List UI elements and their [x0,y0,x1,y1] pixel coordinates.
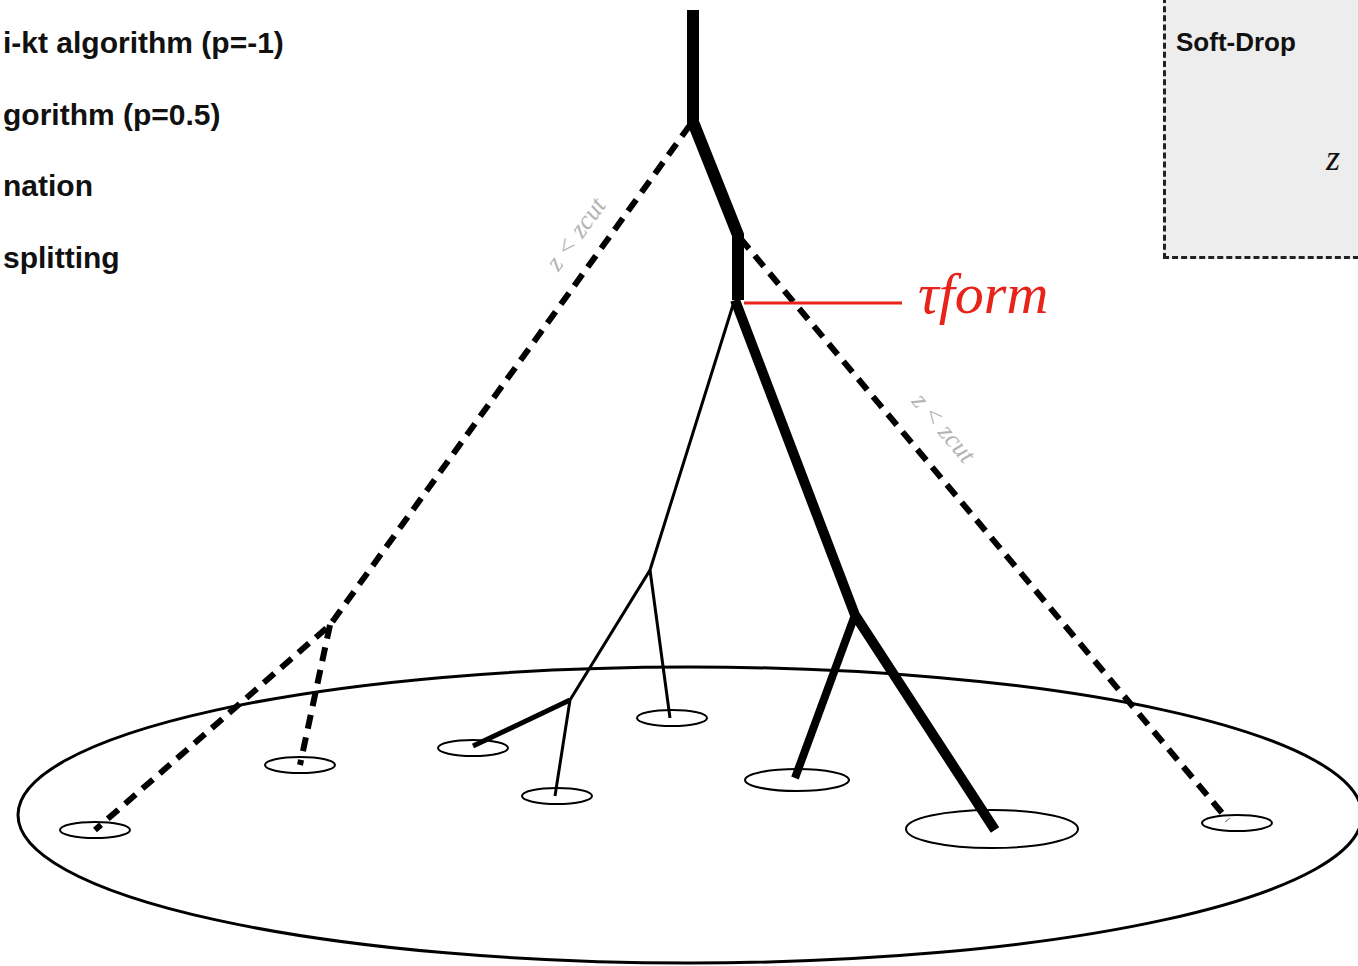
subjet-branch [473,700,570,746]
box-formula: z [1326,139,1340,179]
legend-entry: gorithm (p=0.5) [3,98,221,131]
box-heading: Soft-Drop [1176,28,1296,57]
particle-ellipse [637,710,707,726]
groomed-branch [740,238,1228,820]
legend-entry: nation [3,169,93,202]
cut-condition: z < zcut [906,387,981,469]
legend-entry: splitting [3,241,120,274]
particle-ellipse [1202,815,1272,831]
particle-ellipse [438,740,508,756]
groomed-branch [95,125,690,830]
legend-entry: i-kt algorithm (p=-1) [3,26,284,59]
groomed-branch [300,625,330,765]
main-branch [735,300,995,830]
formation-marker [744,302,902,305]
subjet-branch [650,570,670,718]
subjet-branch [555,305,733,796]
soft-drop-box: Soft-Drop z [1163,0,1358,259]
main-branch [693,10,738,300]
jet-cone-ellipse [18,667,1358,963]
formation-time-label: τform [918,262,1048,326]
cut-condition: z < zcut [540,192,612,276]
main-branch [795,615,855,778]
